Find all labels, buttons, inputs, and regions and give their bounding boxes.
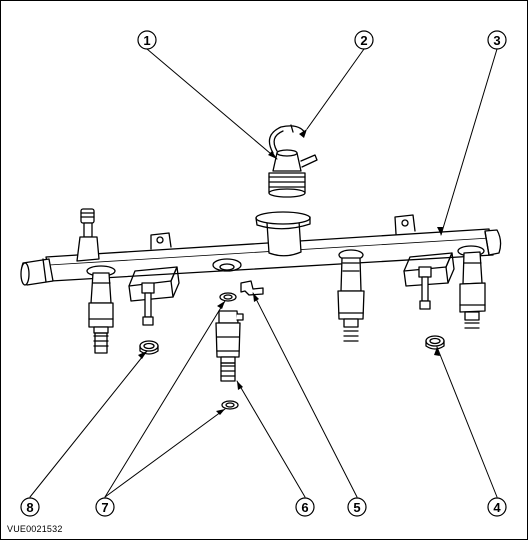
leader-7a bbox=[104, 300, 226, 498]
injector-left bbox=[88, 272, 114, 354]
callout-label-1: 1 bbox=[143, 33, 150, 48]
rail-inlet-boss bbox=[255, 211, 311, 257]
injector-mid-right bbox=[337, 257, 365, 342]
callout-circle-6 bbox=[295, 497, 315, 517]
callout-label-5: 5 bbox=[353, 500, 360, 515]
quick-connect-fitting bbox=[268, 149, 318, 198]
retaining-clip bbox=[268, 124, 306, 154]
callout-circle-8 bbox=[20, 497, 40, 517]
leader-arrowheads bbox=[138, 129, 443, 415]
leader-8 bbox=[29, 350, 148, 498]
leader-1 bbox=[146, 48, 278, 160]
rail-brackets bbox=[150, 214, 416, 250]
leader-4 bbox=[436, 346, 498, 498]
callout-label-4: 4 bbox=[493, 500, 501, 515]
fuel-rail bbox=[20, 228, 502, 286]
injector-clamp-left bbox=[128, 266, 180, 326]
spacers bbox=[139, 335, 445, 355]
rail-sensor bbox=[76, 208, 100, 262]
injector-right bbox=[459, 251, 486, 329]
leader-3 bbox=[440, 48, 498, 236]
o-rings bbox=[219, 292, 239, 410]
leader-6 bbox=[236, 380, 306, 498]
callout-circles bbox=[20, 30, 507, 517]
callout-label-2: 2 bbox=[360, 33, 367, 48]
leader-7b bbox=[104, 408, 226, 498]
callout-label-8: 8 bbox=[26, 500, 33, 515]
reference-code: VUE0021532 bbox=[7, 524, 63, 534]
leader-lines bbox=[29, 48, 498, 498]
callout-circle-1 bbox=[137, 30, 157, 50]
callout-label-7: 7 bbox=[101, 500, 108, 515]
callout-circle-7 bbox=[95, 497, 115, 517]
rail-insert-clip bbox=[240, 280, 264, 296]
callout-circle-5 bbox=[347, 497, 367, 517]
callout-label-6: 6 bbox=[301, 500, 308, 515]
callout-circle-2 bbox=[354, 30, 374, 50]
injector-removed bbox=[215, 310, 244, 382]
callout-circle-3 bbox=[487, 30, 507, 50]
leader-2 bbox=[306, 48, 365, 130]
injector-clamp-right bbox=[403, 252, 455, 310]
leader-5 bbox=[252, 292, 358, 498]
callout-circle-4 bbox=[487, 497, 507, 517]
callout-numbers: 1 2 3 4 5 6 7 8 bbox=[26, 33, 501, 515]
callout-label-3: 3 bbox=[493, 33, 500, 48]
